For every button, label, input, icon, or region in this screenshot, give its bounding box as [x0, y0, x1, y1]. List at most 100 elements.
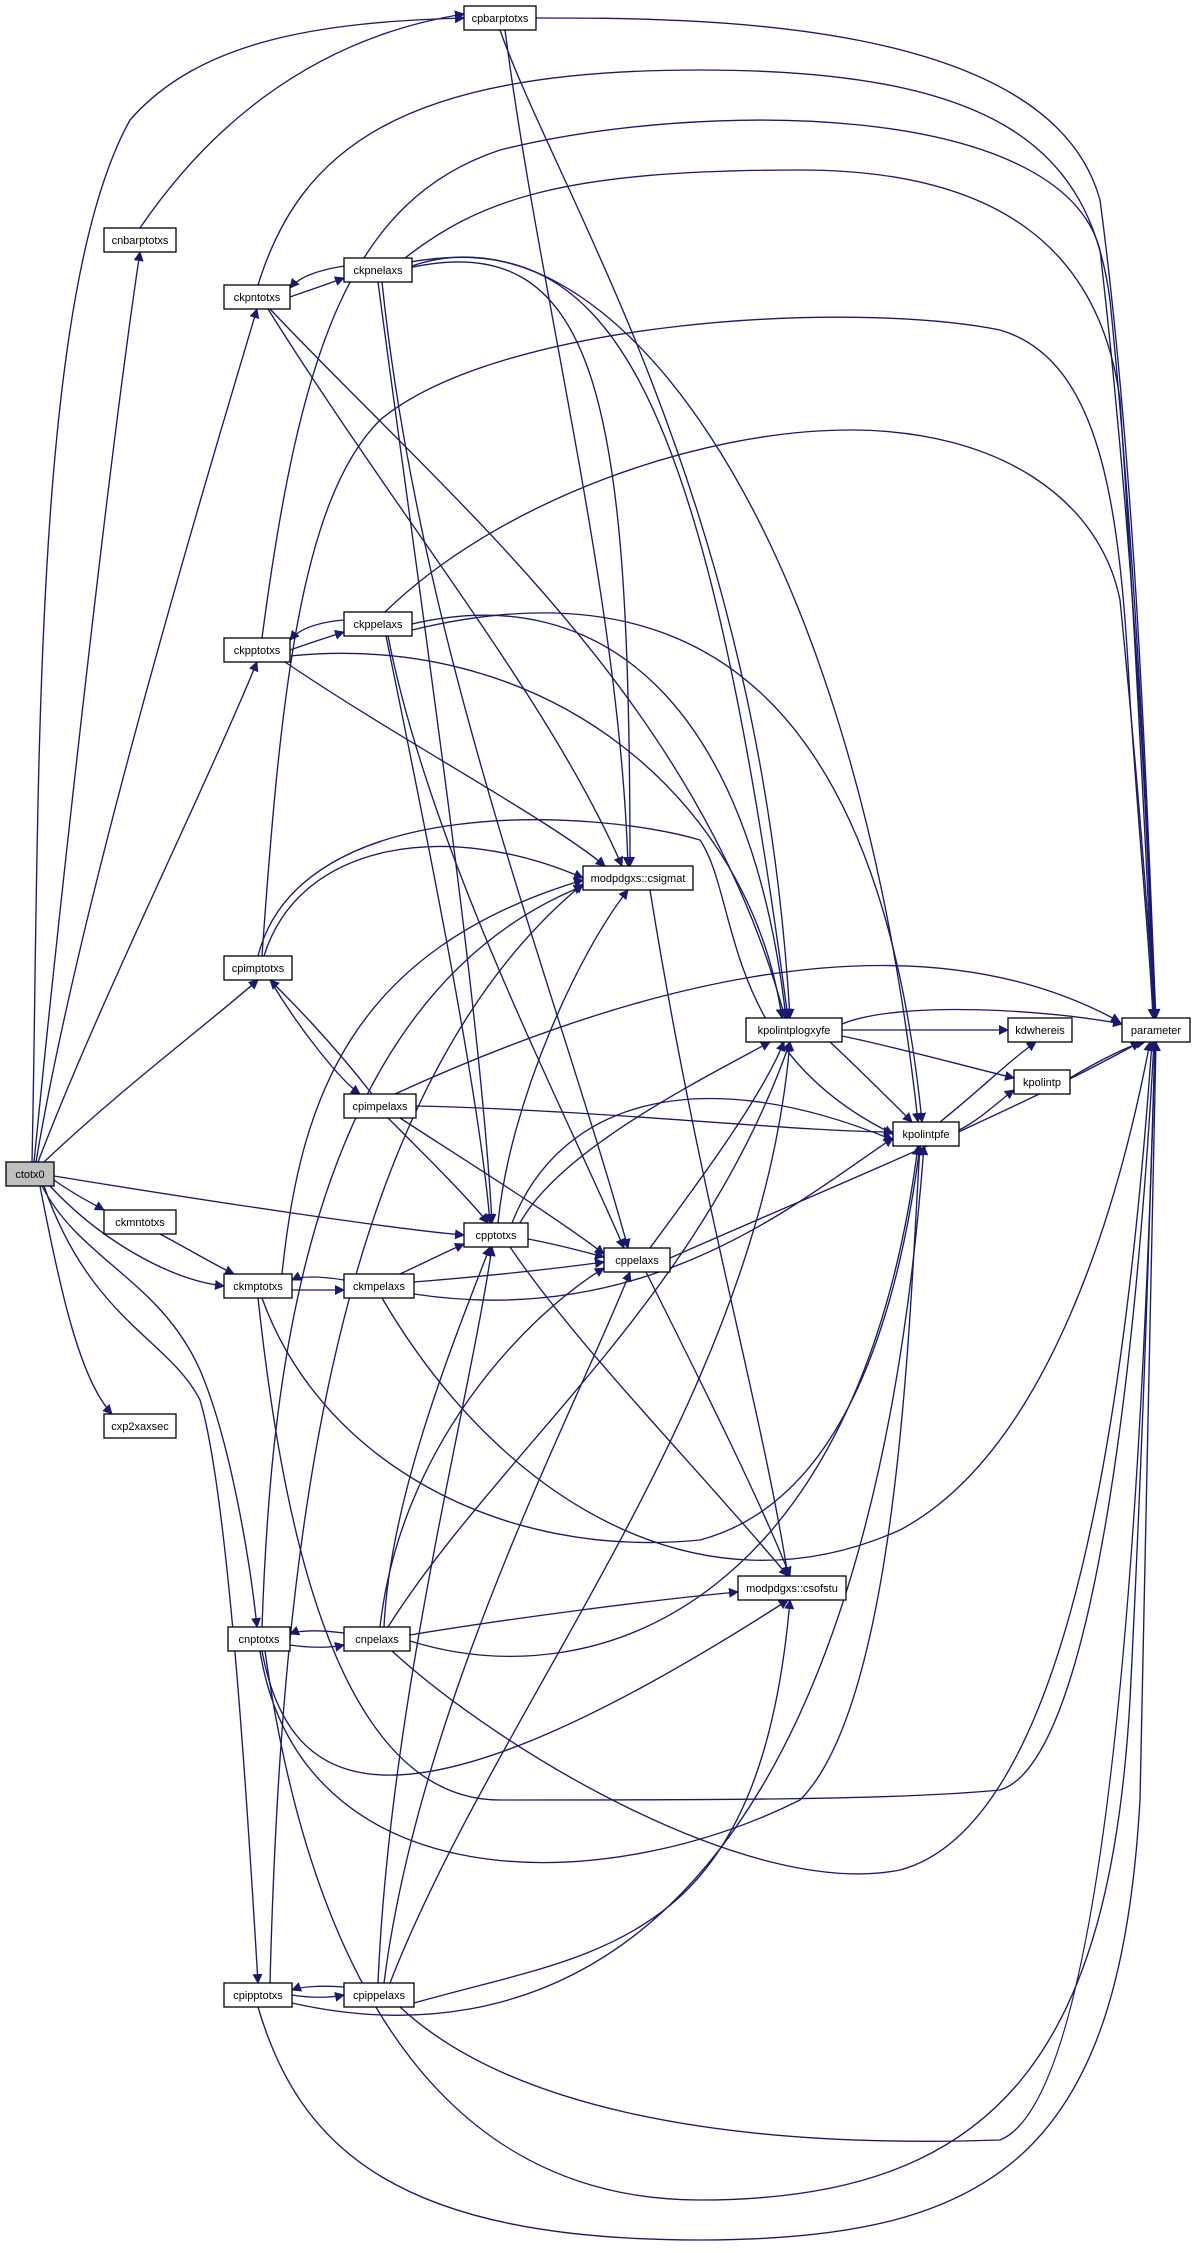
edge-ckppelaxs-ckpptotxs	[289, 619, 345, 641]
node-label: ctotx0	[15, 1169, 44, 1181]
node-cpippelaxs[interactable]: cpippelaxs	[343, 1982, 415, 2008]
edge-ctotx0-cpipptotxs	[43, 1185, 263, 1984]
node-kpolintplogxyfe[interactable]: kpolintplogxyfe	[745, 1017, 843, 1043]
node-ckmptotxs[interactable]: ckmptotxs	[223, 1273, 293, 1299]
edge-ckppelaxs-kpolintpfe	[411, 612, 927, 1123]
edge-kpolintplogxyfe-parameter	[841, 1008, 1123, 1028]
edge-ckmpelaxs-ckmptotxs	[291, 1271, 345, 1281]
edge-ckpntotxs-parameter	[257, 69, 1160, 1019]
edge-cpimptotxs-parameter	[261, 316, 1158, 1019]
node-ckpptotxs[interactable]: ckpptotxs	[223, 637, 291, 663]
edge-ckpnelaxs-kpolintplogxyfe	[409, 256, 792, 1019]
edge-cnpelaxs-cpptotxs	[383, 1246, 492, 1628]
node-label: parameter	[1131, 1025, 1181, 1037]
node-label: kpolintplogxyfe	[758, 1025, 831, 1037]
node-label: ckpptotxs	[234, 645, 281, 657]
node-label: cpbarptotxs	[472, 13, 529, 25]
node-cpipptotxs[interactable]: cpipptotxs	[223, 1982, 293, 2008]
edge-cpimpelaxs-cppelaxs	[399, 1117, 605, 1255]
edge-ckppelaxs-cppelaxs	[387, 635, 626, 1249]
node-label: cpimpelaxs	[352, 1101, 408, 1113]
edge-cpipptotxs-csigmat	[269, 883, 584, 1984]
edge-ckpptotxs-ckppelaxs	[289, 629, 345, 651]
node-label: modpdgxs::csofstu	[746, 1583, 838, 1595]
node-label: kpolintpfe	[902, 1129, 949, 1141]
node-label: modpdgxs::csigmat	[591, 873, 686, 885]
edge-cnpelaxs-cnptotxs	[289, 1626, 345, 1636]
node-cppelaxs[interactable]: cppelaxs	[603, 1247, 671, 1273]
edge-ctotx0-cpbarptotxs	[31, 13, 465, 1163]
edge-ckpptotxs-parameter	[261, 119, 1159, 1019]
edge-cpippelaxs-cpipptotxs	[291, 1982, 345, 1992]
edge-ckpnelaxs-ckpntotxs	[289, 265, 345, 289]
edge-cnpelaxs-cppelaxs	[379, 1267, 605, 1628]
node-label: kpolintp	[1023, 1077, 1061, 1089]
edge-cpbarptotxs-csigmat	[504, 29, 633, 867]
node-label: cpptotxs	[476, 1230, 517, 1242]
edge-ckpptotxs-kpolintplogxyfe	[289, 652, 786, 1019]
edge-cppelaxs-kpolintplogxyfe	[649, 1041, 786, 1249]
edge-cnpelaxs-csofstu	[409, 1587, 739, 1636]
edge-cnpelaxs-kpolintplogxyfe	[387, 1041, 792, 1628]
edge-cpimptotxs-cpimpelaxs	[269, 979, 361, 1095]
node-ckpntotxs[interactable]: ckpntotxs	[223, 284, 291, 310]
edge-cpbarptotxs-kpolintplogxyfe	[499, 29, 795, 1019]
node-csofstu[interactable]: modpdgxs::csofstu	[737, 1575, 847, 1601]
edge-ctotx0-ckpptotxs	[37, 661, 259, 1163]
edge-cnbarptotxs-cpbarptotxs	[139, 10, 465, 229]
node-label: cpipptotxs	[233, 1990, 283, 2002]
edge-csigmat-csofstu	[649, 889, 792, 1577]
edge-cnptotxs-cnpelaxs	[289, 1641, 345, 1652]
node-cnbarptotxs[interactable]: cnbarptotxs	[103, 227, 177, 253]
node-cpbarptotxs[interactable]: cpbarptotxs	[463, 5, 537, 31]
edge-ckmpelaxs-cppelaxs	[413, 1258, 605, 1283]
edge-cpippelaxs-parameter	[399, 1041, 1160, 2142]
node-kpolintpfe[interactable]: kpolintpfe	[892, 1121, 960, 1147]
edge-ctotx0-cxp2xaxsec	[39, 1185, 113, 1415]
edge-ckpnelaxs-parameter	[404, 169, 1159, 1019]
node-cnptotxs[interactable]: cnptotxs	[227, 1626, 291, 1652]
node-cpimpelaxs[interactable]: cpimpelaxs	[343, 1093, 417, 1119]
edge-ckmpelaxs-kpolintpfe	[413, 1137, 894, 1301]
edge-cpippelaxs-kpolintplogxyfe	[389, 1041, 795, 1984]
edge-ckmptotxs-kpolintpfe	[261, 1145, 924, 1544]
node-cpimptotxs[interactable]: cpimptotxs	[223, 955, 293, 981]
node-parameter[interactable]: parameter	[1121, 1017, 1191, 1043]
edge-cpimpelaxs-cpptotxs	[387, 1117, 489, 1224]
node-ckppelaxs[interactable]: ckppelaxs	[343, 611, 413, 637]
node-label: ckmpelaxs	[353, 1281, 405, 1293]
edge-cnpelaxs-parameter	[391, 1041, 1157, 1875]
node-ckmpelaxs[interactable]: ckmpelaxs	[343, 1273, 415, 1299]
edge-cpptotxs-kpolintpfe	[511, 1097, 894, 1224]
node-label: cppelaxs	[615, 1255, 659, 1267]
edge-ckmntotxs-ckmptotxs	[159, 1233, 235, 1275]
edge-cpimpelaxs-kpolintpfe	[415, 1105, 894, 1137]
edge-kpolintpfe-kdwhereis	[939, 1041, 1037, 1123]
edge-cnptotxs-csigmat	[261, 884, 584, 1628]
node-label: ckpnelaxs	[354, 265, 403, 277]
node-cpptotxs[interactable]: cpptotxs	[463, 1222, 529, 1248]
edge-ctotx0-ckmptotxs	[49, 1185, 225, 1290]
edge-cpipptotxs-cpippelaxs	[291, 1991, 345, 2002]
edge-ckpnelaxs-csigmat	[399, 261, 635, 867]
edge-cpptotxs-csigmat	[497, 889, 629, 1224]
edge-ckpntotxs-ckpnelaxs	[289, 276, 345, 298]
node-cnpelaxs[interactable]: cnpelaxs	[343, 1626, 411, 1652]
edge-kpolintplogxyfe-kpolintpfe	[829, 1041, 913, 1123]
node-kdwhereis[interactable]: kdwhereis	[1007, 1017, 1073, 1043]
node-ckpnelaxs[interactable]: ckpnelaxs	[343, 257, 413, 283]
edge-cpptotxs-cppelaxs	[527, 1238, 605, 1260]
node-cxp2xaxsec[interactable]: cxp2xaxsec	[103, 1413, 177, 1439]
edge-cnptotxs-csofstu	[261, 1599, 789, 1776]
edge-cpptotxs-kpolintplogxyfe	[519, 1041, 771, 1224]
edge-ckppelaxs-parameter	[384, 429, 1160, 1019]
node-csigmat[interactable]: modpdgxs::csigmat	[582, 865, 694, 891]
node-ckmntotxs[interactable]: ckmntotxs	[103, 1209, 177, 1235]
node-kpolintp[interactable]: kpolintp	[1013, 1069, 1071, 1095]
edge-cnpelaxs-kpolintpfe	[409, 1145, 922, 1657]
node-label: cnpelaxs	[355, 1634, 399, 1646]
node-ctotx0[interactable]: ctotx0	[5, 1161, 55, 1187]
edge-cpippelaxs-cppelaxs	[383, 1271, 632, 1984]
edge-cpimptotxs-csigmat	[263, 845, 584, 957]
edge-ckpnelaxs-cppelaxs	[381, 281, 631, 1249]
